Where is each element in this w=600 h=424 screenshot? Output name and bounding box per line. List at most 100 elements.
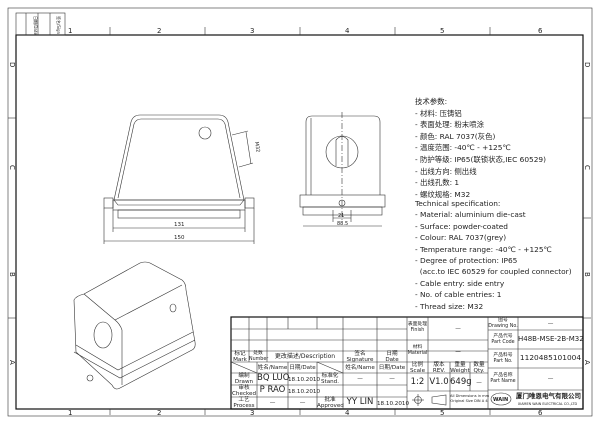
col-label: 2 <box>157 27 161 35</box>
dim-150: 150 <box>174 235 185 241</box>
col-label: 3 <box>250 409 254 417</box>
spec-item: - 温度范围: -40℃ - +125℃ <box>415 143 511 153</box>
wain-logo-icon <box>198 126 212 140</box>
drawn-label: 编制 Drawn <box>234 373 254 385</box>
name-header: 姓名/Name <box>257 365 288 371</box>
cable-entry-iso <box>93 321 113 349</box>
row-label: C <box>583 165 591 170</box>
row-label: C <box>8 165 16 170</box>
row-label: A <box>583 360 591 365</box>
corner-label-date: 日期/Date <box>33 16 39 35</box>
spec-item: - Surface: powder-coated <box>415 221 508 231</box>
material-label: 材料 Material <box>407 345 428 356</box>
drawing-no-value: — <box>547 321 554 327</box>
rev-label: 版本 REV. <box>432 362 446 374</box>
part-name-label: 产品名称 Part Name <box>490 373 516 384</box>
stand-name: — <box>357 376 363 382</box>
row-label: D <box>583 62 591 67</box>
col-label: 4 <box>345 27 350 35</box>
drawing-no-label: 图号 Drawing No. <box>488 318 518 329</box>
approved-label: 批准 Approved <box>317 397 344 409</box>
dim-131: 131 <box>174 222 185 228</box>
specs-en-title: Technical specification: <box>415 199 501 208</box>
col-label: 5 <box>440 27 444 35</box>
row-label: A <box>8 360 16 365</box>
cable-entry-icon <box>325 135 359 169</box>
part-no-label: 产品料号 Part No. <box>493 353 513 364</box>
process-date: — <box>299 400 306 406</box>
signature-label: 签名 Signature <box>346 351 374 363</box>
qty-label: 数量 Qty. <box>473 362 485 374</box>
material-value: — <box>455 349 461 355</box>
grid-ticks <box>8 27 591 415</box>
specs-en: Technical specification: - Material: alu… <box>415 198 572 312</box>
spec-item: - Cable entry: side entry <box>415 278 505 288</box>
date-label: 日期 Date <box>385 351 399 363</box>
name-header-2: 姓名/Name <box>345 365 375 371</box>
col-label: 2 <box>157 409 161 417</box>
projection-symbol-icon <box>412 394 447 406</box>
spec-item: (acc.to IEC 60529 for coupled connector) <box>415 267 572 277</box>
drawn-name: BQ LUO <box>257 373 290 383</box>
logo-text: WAIN <box>493 397 508 403</box>
lug-right <box>244 197 255 209</box>
mark-label: 标记 Mark <box>233 351 247 363</box>
qty-value: — <box>476 380 482 386</box>
isometric-view <box>73 261 196 390</box>
spec-item: - Temperature range: -40℃ - +125℃ <box>415 244 552 254</box>
col-label: 6 <box>538 409 543 417</box>
spec-item: - 防护等级: IP65(联锁状态,IEC 60529) <box>415 154 547 164</box>
approved-name: YY LIN <box>346 397 374 407</box>
spec-item: - 表面处理: 粉末喷涂 <box>415 120 484 130</box>
dim-21: 21 <box>338 213 344 219</box>
rev-value: V1.0 <box>429 377 449 387</box>
weight-label: 重量 Weight <box>450 362 470 374</box>
weight-value: 649g <box>450 377 472 387</box>
row-label: B <box>8 272 16 277</box>
stand-label: 标准化 Stand. <box>320 373 340 385</box>
corner-boxes: 日期/Date 签名/Sign <box>15 12 66 35</box>
corner-label-sign: 签名/Sign <box>56 16 62 35</box>
col-label: 5 <box>440 409 444 417</box>
row-label: D <box>8 62 16 67</box>
specs-cn-title: 技术参数: <box>415 97 448 106</box>
specs-cn: 技术参数: - 材料: 压铸铝 - 表面处理: 粉末喷涂 - 颜色: RAL 7… <box>415 96 546 200</box>
process-label: 工艺 Process <box>233 397 255 409</box>
spec-item: - Material: aluminium die-cast <box>415 210 526 220</box>
side-view: 21 88.5 <box>299 112 386 227</box>
spec-item: - 材料: 压铸铝 <box>415 108 462 118</box>
date-header: 日期/Date <box>289 365 316 371</box>
front-view: 131 150 M32 <box>103 114 261 244</box>
checked-label: 审核 Checked <box>232 385 256 397</box>
drawn-date: 18.10.2010 <box>288 377 321 383</box>
title-block-grid <box>230 316 584 410</box>
finish-value: — <box>455 326 461 332</box>
company-name-en: XIAMEN WAIN ELECTRICAL CO.,LTD <box>517 402 578 406</box>
col-label: 6 <box>538 27 543 35</box>
approved-date: 18.10.2010 <box>377 401 410 407</box>
part-code-value: H48B-MSE-2B-M32 <box>518 335 584 343</box>
dimensions-note: All Dimensions in mm Original Size DIN A… <box>450 394 490 403</box>
checked-date: 18.10.2010 <box>288 389 321 395</box>
spec-item: - 螺纹规格: M32 <box>415 189 471 199</box>
grid-labels: 1 2 3 4 5 6 1 2 3 4 5 6 D C B A D C B A <box>8 27 591 417</box>
spec-item: - Thread size: M32 <box>415 301 484 311</box>
part-name-value: — <box>547 376 554 382</box>
description-label: 更改描述/Description <box>274 353 336 360</box>
lug-left <box>103 197 114 209</box>
spec-item: - No. of cable entries: 1 <box>415 290 502 300</box>
part-no-value: 1120485101004 <box>519 353 582 362</box>
dim-m32: M32 <box>253 141 261 153</box>
number-label: 处数 Number <box>249 351 269 362</box>
stand-date: — <box>389 376 395 382</box>
finish-label: 表面处理 Finish <box>407 322 428 333</box>
outer-frame <box>7 7 593 417</box>
col-label: 1 <box>68 27 72 35</box>
part-code-label: 产品代号 Part Code <box>491 334 515 345</box>
spec-item: - Colour: RAL 7037(grey) <box>415 233 507 243</box>
process-name: — <box>269 400 276 406</box>
scale-label: 比例 Scale <box>409 362 426 374</box>
company-logo-icon: WAIN <box>490 392 512 406</box>
spec-item: - Degree of protection: IP65 <box>415 256 518 266</box>
